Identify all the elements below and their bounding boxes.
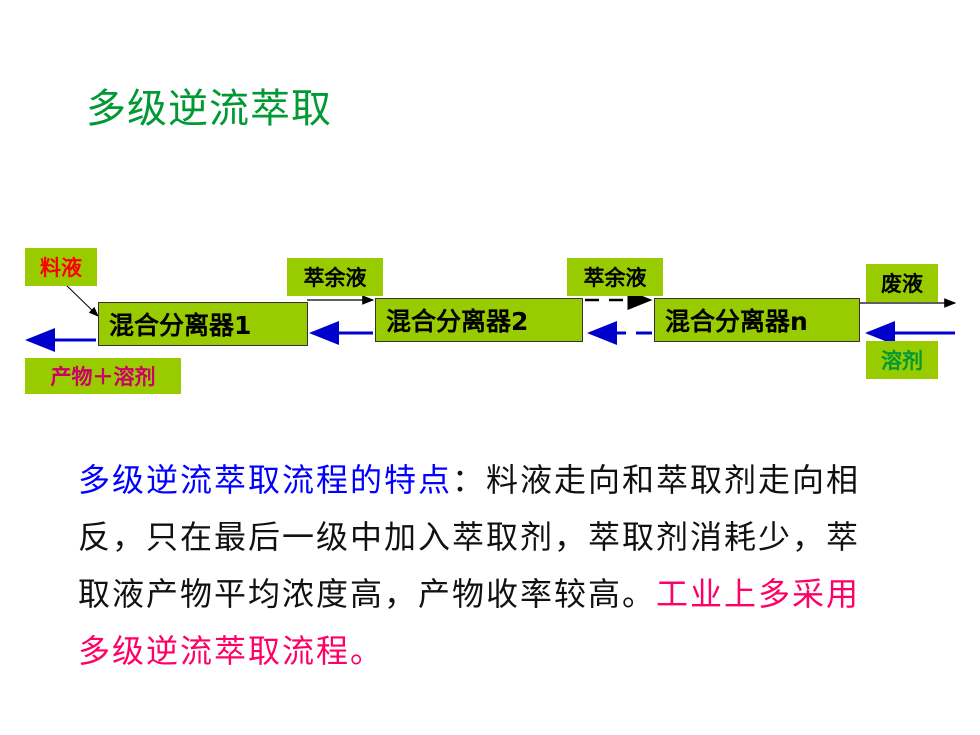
solvent-label: 溶剂: [866, 341, 938, 379]
paragraph-emphasis: 工业上多采用多级逆流萃取流程。: [78, 575, 861, 670]
mixer-separator-1: 混合分离器1: [98, 302, 308, 346]
product-label: 产物＋溶剂: [25, 358, 181, 394]
paragraph-heading: 多级逆流萃取流程的特点: [78, 461, 453, 499]
mixer-separator-2: 混合分离器2: [375, 298, 583, 342]
flow-arrows: [25, 282, 957, 352]
raffinate-label-1: 萃余液: [287, 258, 383, 296]
feed-arrow: [63, 282, 99, 317]
paragraph-colon: ：: [452, 461, 487, 499]
page-title: 多级逆流萃取: [86, 86, 332, 132]
mixer-separator-n: 混合分离器n: [654, 298, 860, 342]
description-paragraph: 多级逆流萃取流程的特点：料液走向和萃取剂走向相反，只在最后一级中加入萃取剂，萃取…: [78, 452, 878, 680]
paragraph-body: 料液走向和萃取剂走向相反，只在最后一级中加入萃取剂，萃取剂消耗少，萃取液产物平均…: [78, 461, 861, 613]
raffinate-label-2: 萃余液: [567, 258, 663, 296]
waste-label: 废液: [866, 264, 938, 302]
feed-label: 料液: [25, 248, 97, 286]
